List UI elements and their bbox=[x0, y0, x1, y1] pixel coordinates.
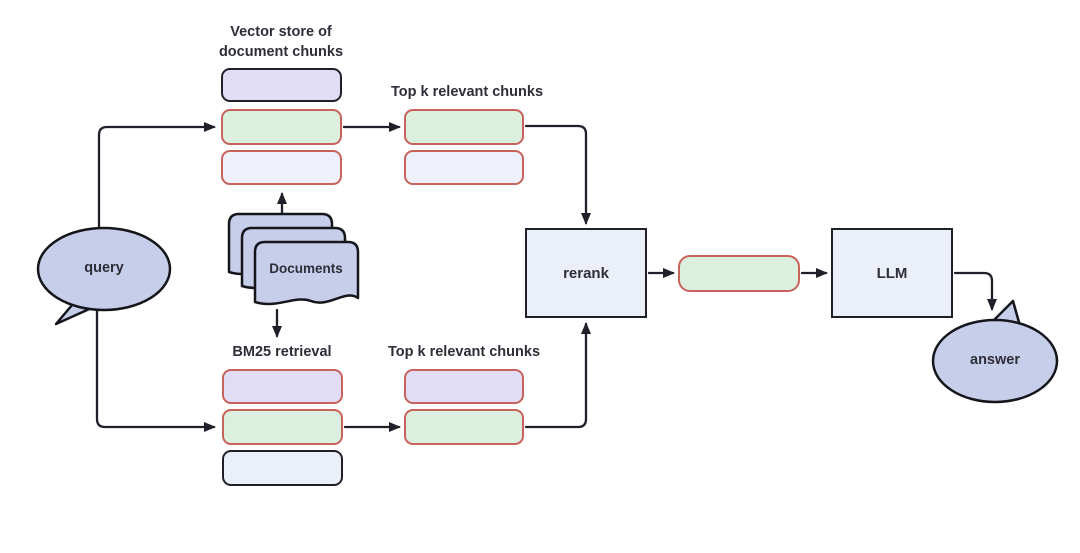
llm-box: LLM bbox=[831, 228, 953, 318]
bm25-chunk-2 bbox=[222, 409, 343, 445]
top-k-vector-chunk-1 bbox=[404, 109, 524, 145]
documents-stack bbox=[227, 212, 360, 306]
answer-bubble bbox=[931, 299, 1059, 404]
llm-label: LLM bbox=[876, 264, 908, 282]
reranked-chunk bbox=[678, 255, 800, 292]
bm25-retrieval-title: BM25 retrieval bbox=[232, 344, 332, 360]
document-shape-front bbox=[253, 240, 360, 306]
edge-topk-vector-to-rerank bbox=[524, 124, 591, 225]
bm25-chunk-1 bbox=[222, 369, 343, 404]
top-k-bm25-chunk-1 bbox=[404, 369, 524, 404]
top-k-chunks-bm25-title: Top k relevant chunks bbox=[387, 344, 541, 360]
query-bubble bbox=[36, 226, 172, 326]
query-bubble-body bbox=[36, 226, 172, 312]
edge-query-to-bm25 bbox=[95, 276, 216, 432]
query-label: query bbox=[84, 260, 124, 276]
answer-bubble-body bbox=[931, 318, 1059, 404]
edge-llm-to-answer bbox=[953, 271, 997, 311]
top-k-vector-chunk-2 bbox=[404, 150, 524, 185]
vector-store-chunk-2 bbox=[221, 109, 342, 145]
vector-store-title: Vector store of document chunks bbox=[218, 24, 344, 60]
vector-store-chunk-3 bbox=[221, 150, 342, 185]
vector-store-chunk-1 bbox=[221, 68, 342, 102]
bm25-chunk-3 bbox=[222, 450, 343, 486]
edge-topk-bm25-to-rerank bbox=[524, 322, 591, 429]
rerank-label: rerank bbox=[563, 264, 609, 282]
top-k-chunks-vector-title: Top k relevant chunks bbox=[390, 84, 544, 100]
edge-query-to-vector-store bbox=[97, 122, 216, 264]
documents-label: Documents bbox=[269, 261, 343, 276]
top-k-bm25-chunk-2 bbox=[404, 409, 524, 445]
rerank-box: rerank bbox=[525, 228, 647, 318]
answer-label: answer bbox=[970, 352, 1020, 368]
